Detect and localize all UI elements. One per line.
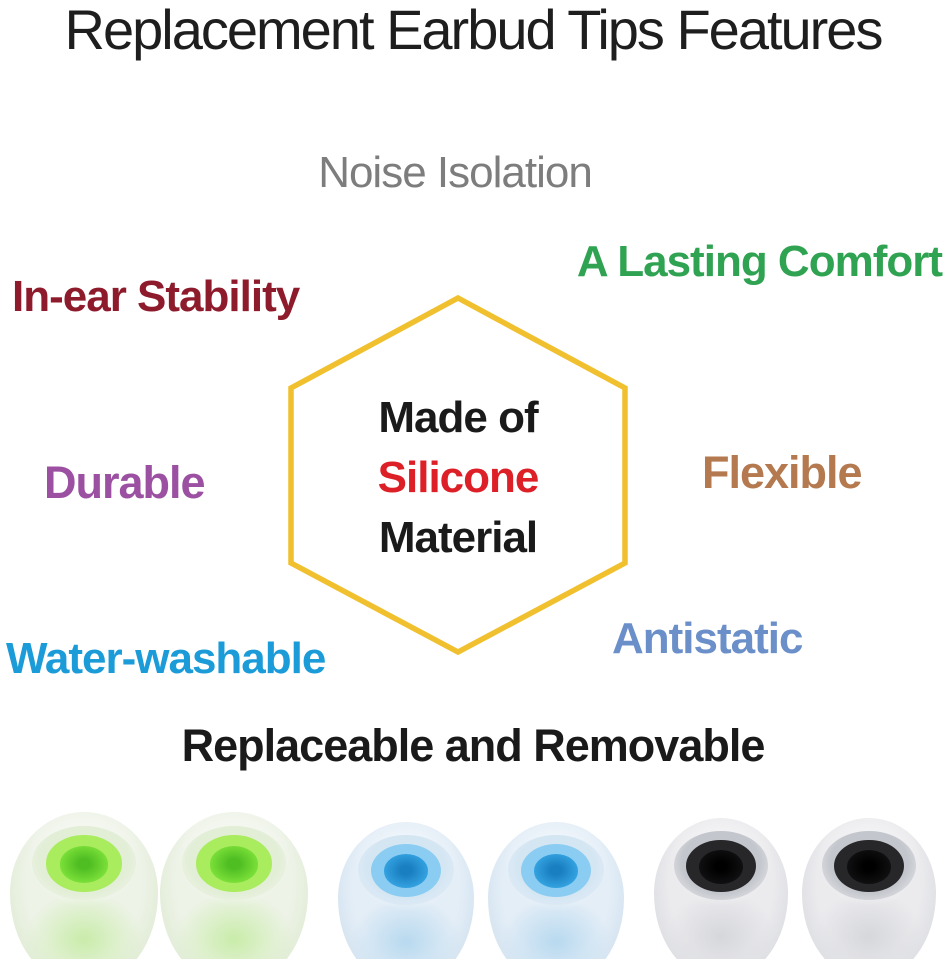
tip-hole xyxy=(698,850,744,884)
hexagon-center-text: Made of Silicone Material xyxy=(288,388,628,568)
feature-label-antistatic: Antistatic xyxy=(612,614,803,663)
feature-label-durable: Durable xyxy=(44,457,206,508)
blue-silicone-tip-2 xyxy=(488,822,624,959)
green-silicone-tip-group xyxy=(10,812,308,959)
black-silicone-tip-group xyxy=(654,818,936,959)
tip-hole xyxy=(533,854,579,889)
feature-label-water-washable: Water-washable xyxy=(6,634,326,683)
page-title: Replacement Earbud Tips Features xyxy=(64,0,884,61)
hexagon-outline xyxy=(288,294,628,656)
hexagon-line-made-of: Made of xyxy=(378,393,538,442)
blue-silicone-tip-1 xyxy=(338,822,474,959)
tip-hole xyxy=(383,854,429,889)
black-silicone-tip-2 xyxy=(802,818,936,959)
feature-label-lasting-comfort: A Lasting Comfort xyxy=(576,237,943,286)
feature-label-noise-isolation: Noise Isolation xyxy=(318,148,593,197)
feature-label-flexible: Flexible xyxy=(702,447,863,498)
tip-hole xyxy=(846,850,892,884)
hexagon-line-material: Material xyxy=(378,513,538,562)
green-silicone-tip-2 xyxy=(160,812,308,959)
blue-silicone-tip-group xyxy=(338,822,624,959)
tip-hole xyxy=(209,846,259,883)
feature-label-in-ear-stability: In-ear Stability xyxy=(12,272,300,321)
feature-label-replaceable-removable: Replaceable and Removable xyxy=(181,720,766,771)
hexagon-line-silicone: Silicone xyxy=(377,453,540,502)
tip-hole xyxy=(59,846,109,883)
black-silicone-tip-1 xyxy=(654,818,788,959)
green-silicone-tip-1 xyxy=(10,812,158,959)
earbud-photo-row xyxy=(0,800,946,959)
